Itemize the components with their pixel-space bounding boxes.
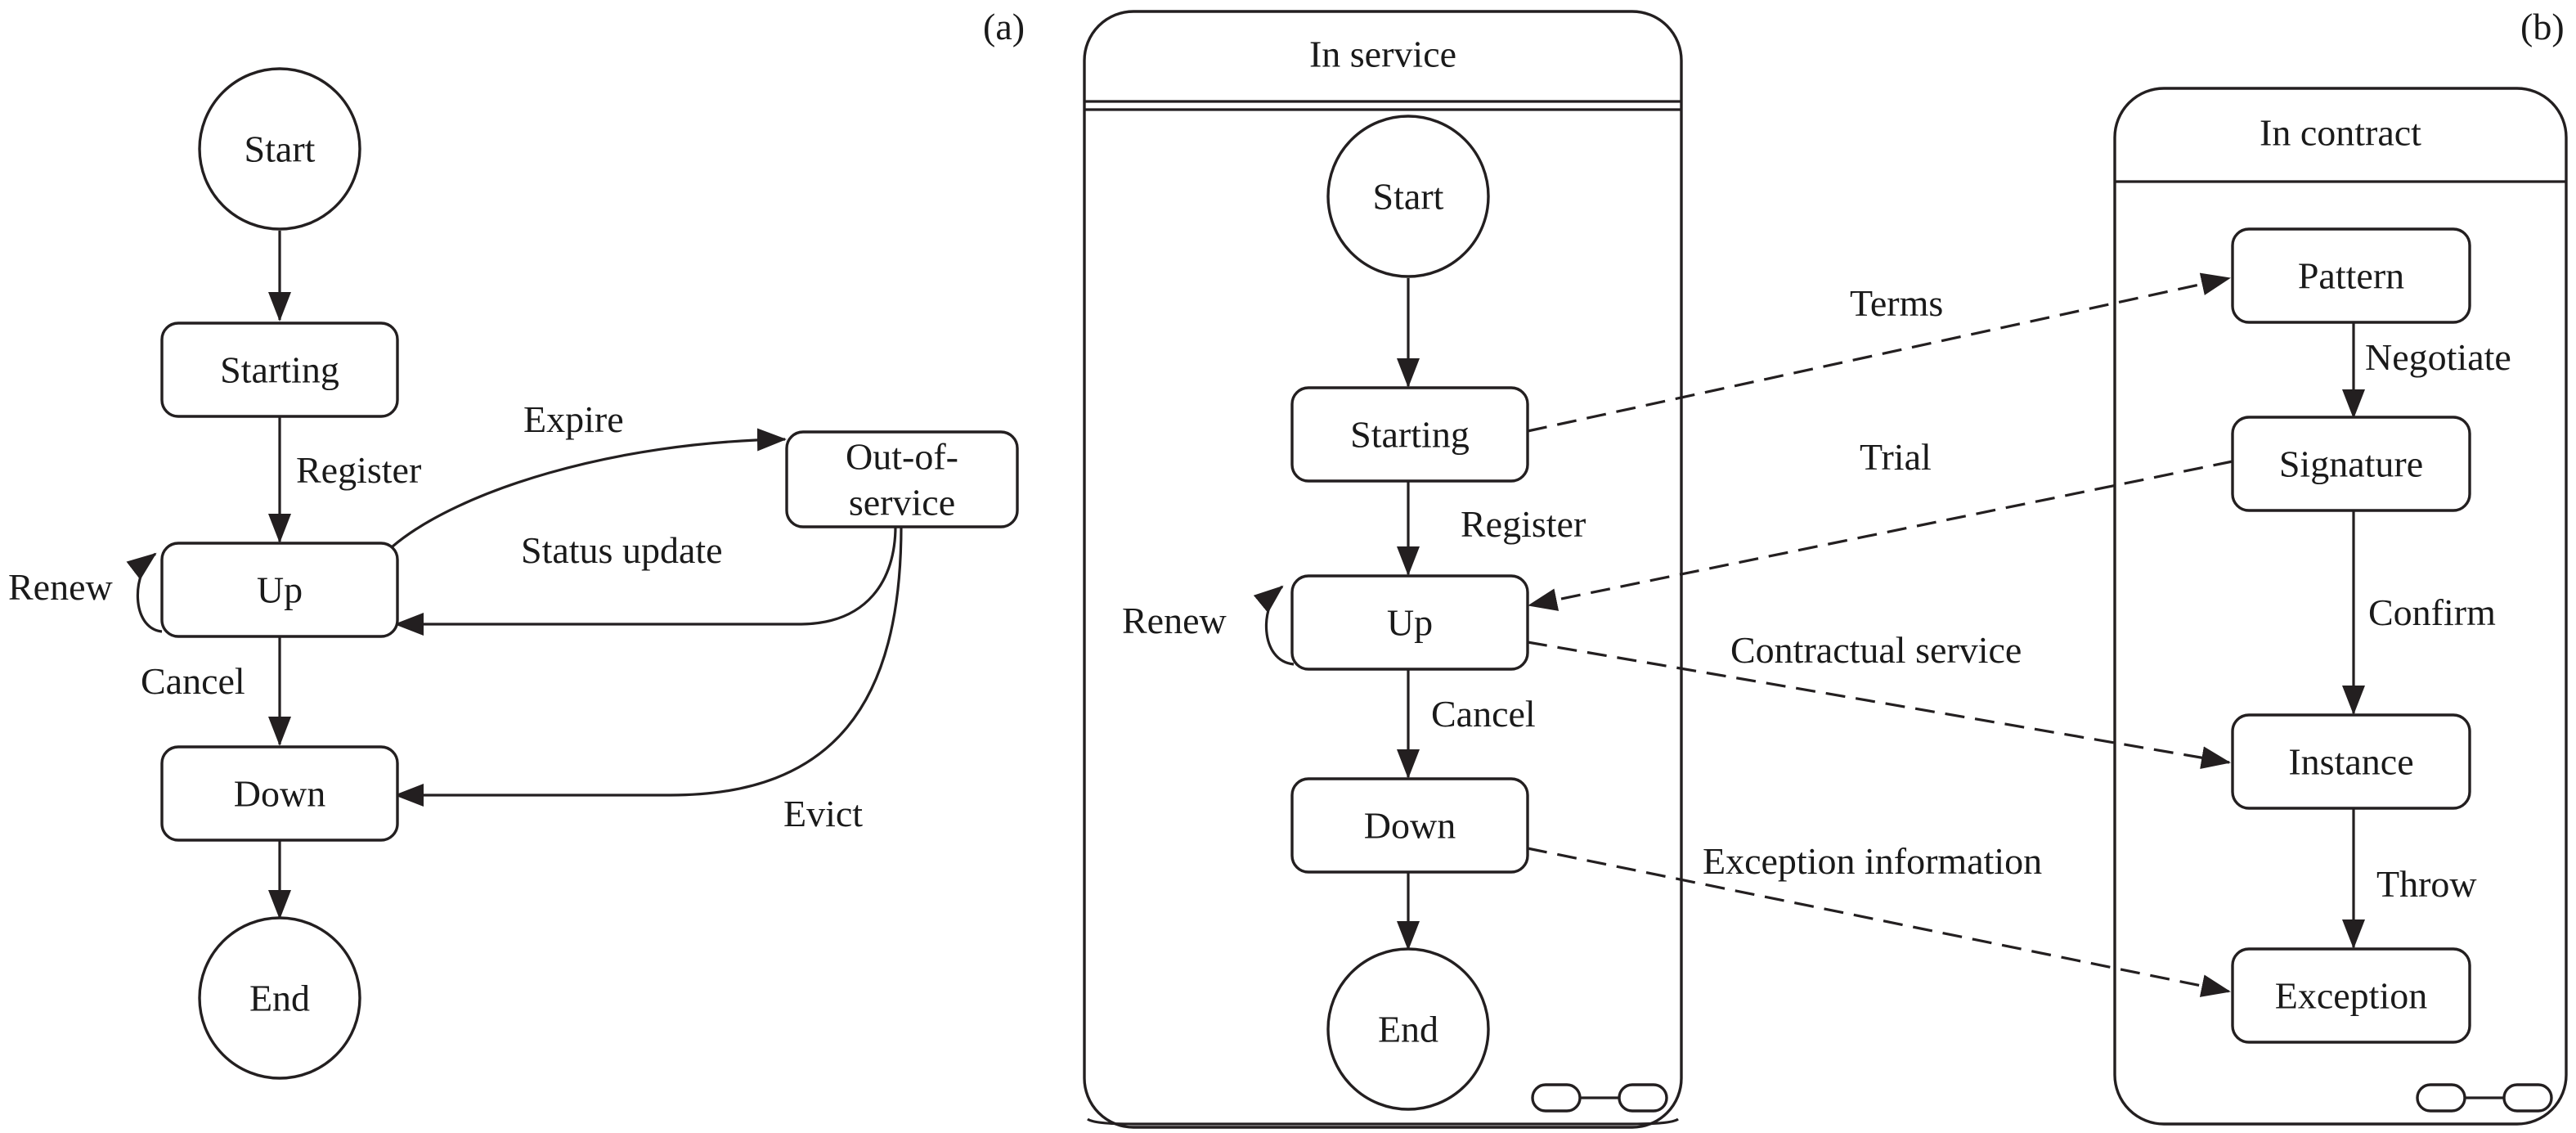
panel-a: (a) Start Starting Up Down End [8, 6, 1025, 1080]
node-end-label: End [1378, 1009, 1438, 1050]
node-start: Start [1326, 115, 1490, 278]
node-starting-label: Starting [220, 349, 339, 391]
edge-renew-loop [1253, 585, 1295, 666]
node-pattern: Pattern [2231, 227, 2471, 324]
node-up: Up [160, 542, 399, 638]
edge-throw-label: Throw [2376, 863, 2477, 905]
node-end: End [1326, 947, 1490, 1111]
link-exception-information-label: Exception information [1703, 840, 2042, 882]
edge-renew-label: Renew [8, 566, 114, 608]
node-down: Down [160, 745, 399, 842]
edge-register-label: Register [1461, 503, 1586, 545]
node-start: Start [198, 67, 361, 231]
link-terms-label: Terms [1850, 282, 1943, 324]
edge-negotiate-label: Negotiate [2365, 336, 2511, 378]
node-end-label: End [249, 978, 310, 1019]
edge-cancel-label: Cancel [141, 660, 245, 702]
panel-a-label: (a) [983, 6, 1025, 47]
node-signature: Signature [2231, 416, 2471, 512]
node-out-of-service-label-line1: Out-of- [846, 436, 958, 478]
in-service-title: In service [1309, 34, 1456, 75]
edge-renew-loop [126, 552, 163, 633]
edge-confirm-label: Confirm [2368, 591, 2496, 633]
edge-register-label: Register [296, 449, 421, 491]
node-signature-label: Signature [2279, 443, 2423, 485]
node-pattern-label: Pattern [2298, 255, 2404, 297]
node-up-label: Up [257, 569, 303, 611]
node-down: Down [1290, 777, 1529, 874]
node-instance-label: Instance [2288, 741, 2413, 783]
edge-renew-label: Renew [1122, 600, 1227, 641]
in-contract-title: In contract [2260, 112, 2421, 154]
node-down-label: Down [1364, 805, 1456, 847]
link-trial-label: Trial [1860, 436, 1932, 478]
node-down-label: Down [234, 773, 325, 815]
node-exception-label: Exception [2275, 975, 2428, 1017]
node-start-label: Start [245, 128, 316, 170]
node-starting: Starting [1290, 386, 1529, 483]
edge-evict-label: Evict [783, 793, 863, 834]
node-starting-label: Starting [1350, 414, 1470, 456]
link-contractual-service [1527, 641, 2231, 770]
edge-cancel-label: Cancel [1431, 693, 1536, 735]
node-start-label: Start [1373, 176, 1444, 218]
node-instance: Instance [2231, 713, 2471, 810]
edge-status-update [394, 525, 897, 636]
edge-status-update-label: Status update [521, 529, 723, 571]
node-up: Up [1290, 574, 1529, 671]
link-contractual-service-label: Contractual service [1730, 629, 2022, 671]
in-contract-frame: In contract [2113, 87, 2568, 1126]
edge-expire [391, 428, 787, 548]
node-out-of-service-label-line2: service [849, 482, 955, 524]
node-up-label: Up [1387, 602, 1433, 644]
node-exception: Exception [2231, 947, 2471, 1044]
panel-b-label: (b) [2520, 6, 2565, 47]
composite-state-icon [1531, 1083, 1668, 1113]
composite-state-icon [2416, 1083, 2553, 1113]
node-out-of-service: Out-of- service [785, 430, 1019, 528]
node-end: End [198, 916, 361, 1080]
edge-expire-label: Expire [523, 398, 624, 440]
edge-evict [394, 525, 903, 807]
node-starting: Starting [160, 321, 399, 418]
panel-b: (b) In service In contract [1083, 6, 2568, 1129]
